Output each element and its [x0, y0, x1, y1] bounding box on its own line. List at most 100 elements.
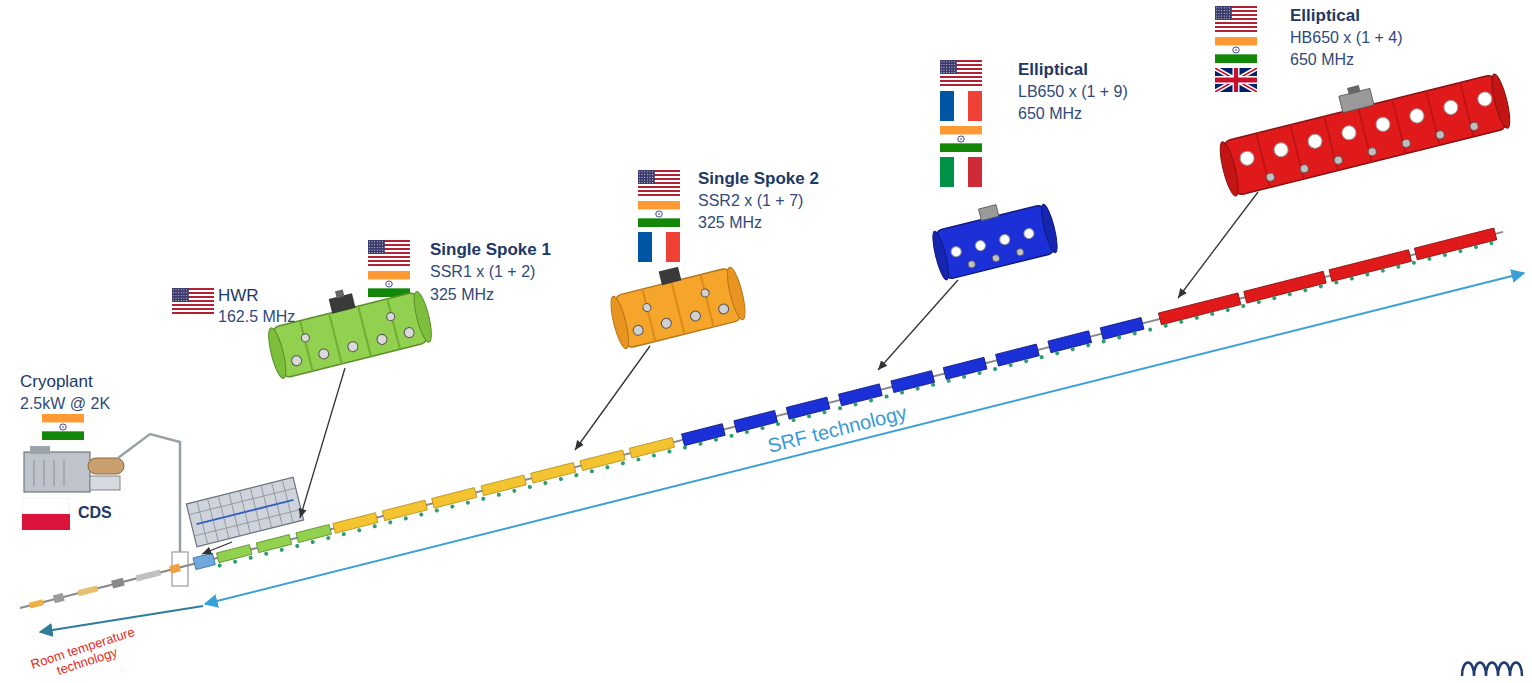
lb650-cryomodule-part-part — [950, 246, 962, 258]
beamline-part-part — [891, 371, 935, 393]
lb650-cryomodule-part — [935, 204, 1056, 280]
technology-span-label: Room temperature technology — [14, 620, 156, 683]
section-name: Elliptical — [1018, 60, 1088, 80]
lb650-cryomodule-part — [930, 230, 952, 281]
beamline-part-part — [481, 475, 526, 496]
lb650-cryomodule-part — [979, 205, 999, 221]
hb650-cryomodule-part-part — [1469, 121, 1479, 131]
ssr1-cryomodule — [260, 271, 435, 380]
cryoplant-picture-part — [34, 460, 64, 486]
ssr1-cryomodule-part-part — [301, 333, 311, 343]
frequency-label: 325 MHz — [698, 213, 762, 232]
ssr2-cryomodule — [604, 253, 748, 350]
hb650-cryomodule-part-part — [1408, 107, 1425, 124]
india-flag — [368, 271, 410, 297]
beamline-part-part — [734, 410, 778, 432]
hwr-cryomodule-part — [196, 500, 293, 524]
beamline-part-part — [682, 424, 726, 446]
module-count: HB650 x (1 + 4) — [1290, 28, 1403, 47]
section-name: HWR — [218, 286, 259, 306]
ssr2-cryomodule-part — [659, 267, 682, 285]
india-flag — [1215, 37, 1257, 63]
ssr1-cryomodule-part-part — [376, 333, 388, 345]
ssr1-cryomodule-part-part — [386, 312, 396, 322]
ssr2-cryomodule-part — [642, 275, 713, 342]
lb650-cryomodule-part — [967, 248, 1024, 269]
hb650-cryomodule-part-part — [1367, 147, 1377, 157]
hb650-cryomodule-part — [1256, 82, 1473, 187]
beamline-part-part — [629, 437, 674, 458]
ssr2-cryomodule-part-part — [689, 310, 701, 322]
beamline-part-part — [256, 535, 291, 553]
leader-lines-part — [300, 368, 345, 518]
hb650-cryomodule-part — [1488, 73, 1513, 130]
usa-flag — [172, 288, 214, 314]
module-count: LB650 x (1 + 9) — [1018, 82, 1128, 101]
flags — [22, 6, 1257, 530]
italy-flag — [940, 157, 982, 187]
beamline-part-part — [839, 384, 883, 406]
beamline-part-part — [1244, 271, 1326, 303]
usa-flag — [638, 170, 680, 196]
system-name: CDS — [78, 503, 112, 522]
leader-lines-part — [878, 280, 958, 370]
ssr2-cryomodule-part-part — [632, 324, 644, 336]
hb650-cryomodule-part — [1222, 74, 1507, 196]
beamline-part — [111, 578, 125, 589]
lb650-cryomodule-part-part — [999, 234, 1011, 246]
beamline-part-part — [296, 524, 331, 542]
plant-name: Cryoplant — [20, 372, 93, 392]
transfer-line — [118, 434, 180, 552]
hb650-cryomodule-part-part — [1401, 138, 1411, 148]
france-flag — [638, 232, 680, 262]
beamline-part — [220, 242, 1496, 565]
beamline — [19, 226, 1505, 616]
lb650-cryomodule-part-part — [992, 254, 1000, 262]
hb650-cryomodule-part-part — [1374, 116, 1391, 133]
cryoplant-picture — [24, 446, 124, 492]
beamline-part — [53, 593, 65, 603]
frequency-label: 650 MHz — [1018, 104, 1082, 123]
cryoplant-picture-part — [30, 446, 50, 454]
hb650-cryomodule-part — [1266, 121, 1479, 182]
beamline-part-part — [580, 450, 625, 471]
beamline-part — [333, 437, 675, 533]
beamline-part-part — [1100, 318, 1144, 340]
srf-span-arrow — [205, 273, 1524, 604]
india-flag — [42, 414, 84, 440]
hb650-cryomodule-part-part — [1307, 133, 1324, 150]
usa-flag — [368, 240, 410, 266]
ssr2-cryomodule-part — [607, 295, 632, 350]
plant-capacity: 2.5kW @ 2K — [20, 394, 110, 413]
leader-lines-part — [202, 542, 232, 554]
uk-flag — [1215, 68, 1257, 92]
usa-flag — [1215, 6, 1257, 32]
hb650-cryomodule-part-part — [1442, 99, 1459, 116]
beamline-part — [136, 569, 162, 581]
india-flag — [940, 126, 982, 152]
hwr-cryomodule — [186, 477, 303, 546]
ssr1-cryomodule-part — [335, 289, 344, 298]
beamline-part — [20, 232, 1503, 608]
module-count: SSR1 x (1 + 2) — [430, 262, 535, 281]
section-name: Elliptical — [1290, 6, 1360, 26]
ssr2-cryomodule-part-part — [718, 303, 730, 315]
ssr1-cryomodule-part-part — [403, 327, 415, 339]
hwr-cryomodule-part — [186, 477, 303, 546]
beamline-part-part — [996, 344, 1040, 366]
ssr1-cryomodule-part-part — [291, 355, 303, 367]
beamline-part-part — [1048, 331, 1092, 353]
frequency-label: 325 MHz — [430, 285, 494, 304]
beamline-part-part — [432, 488, 477, 509]
section-name: Single Spoke 1 — [430, 240, 551, 260]
france-flag — [940, 91, 982, 121]
beamline-part-part — [1414, 228, 1496, 260]
hwr-cryomodule-part — [186, 477, 303, 546]
logo-mark — [1462, 663, 1522, 677]
hb650-cryomodule-part-part — [1266, 172, 1276, 182]
beamline-part — [169, 564, 181, 574]
hb650-cryomodule-part-part — [1299, 164, 1309, 174]
beamline-part — [77, 585, 98, 596]
